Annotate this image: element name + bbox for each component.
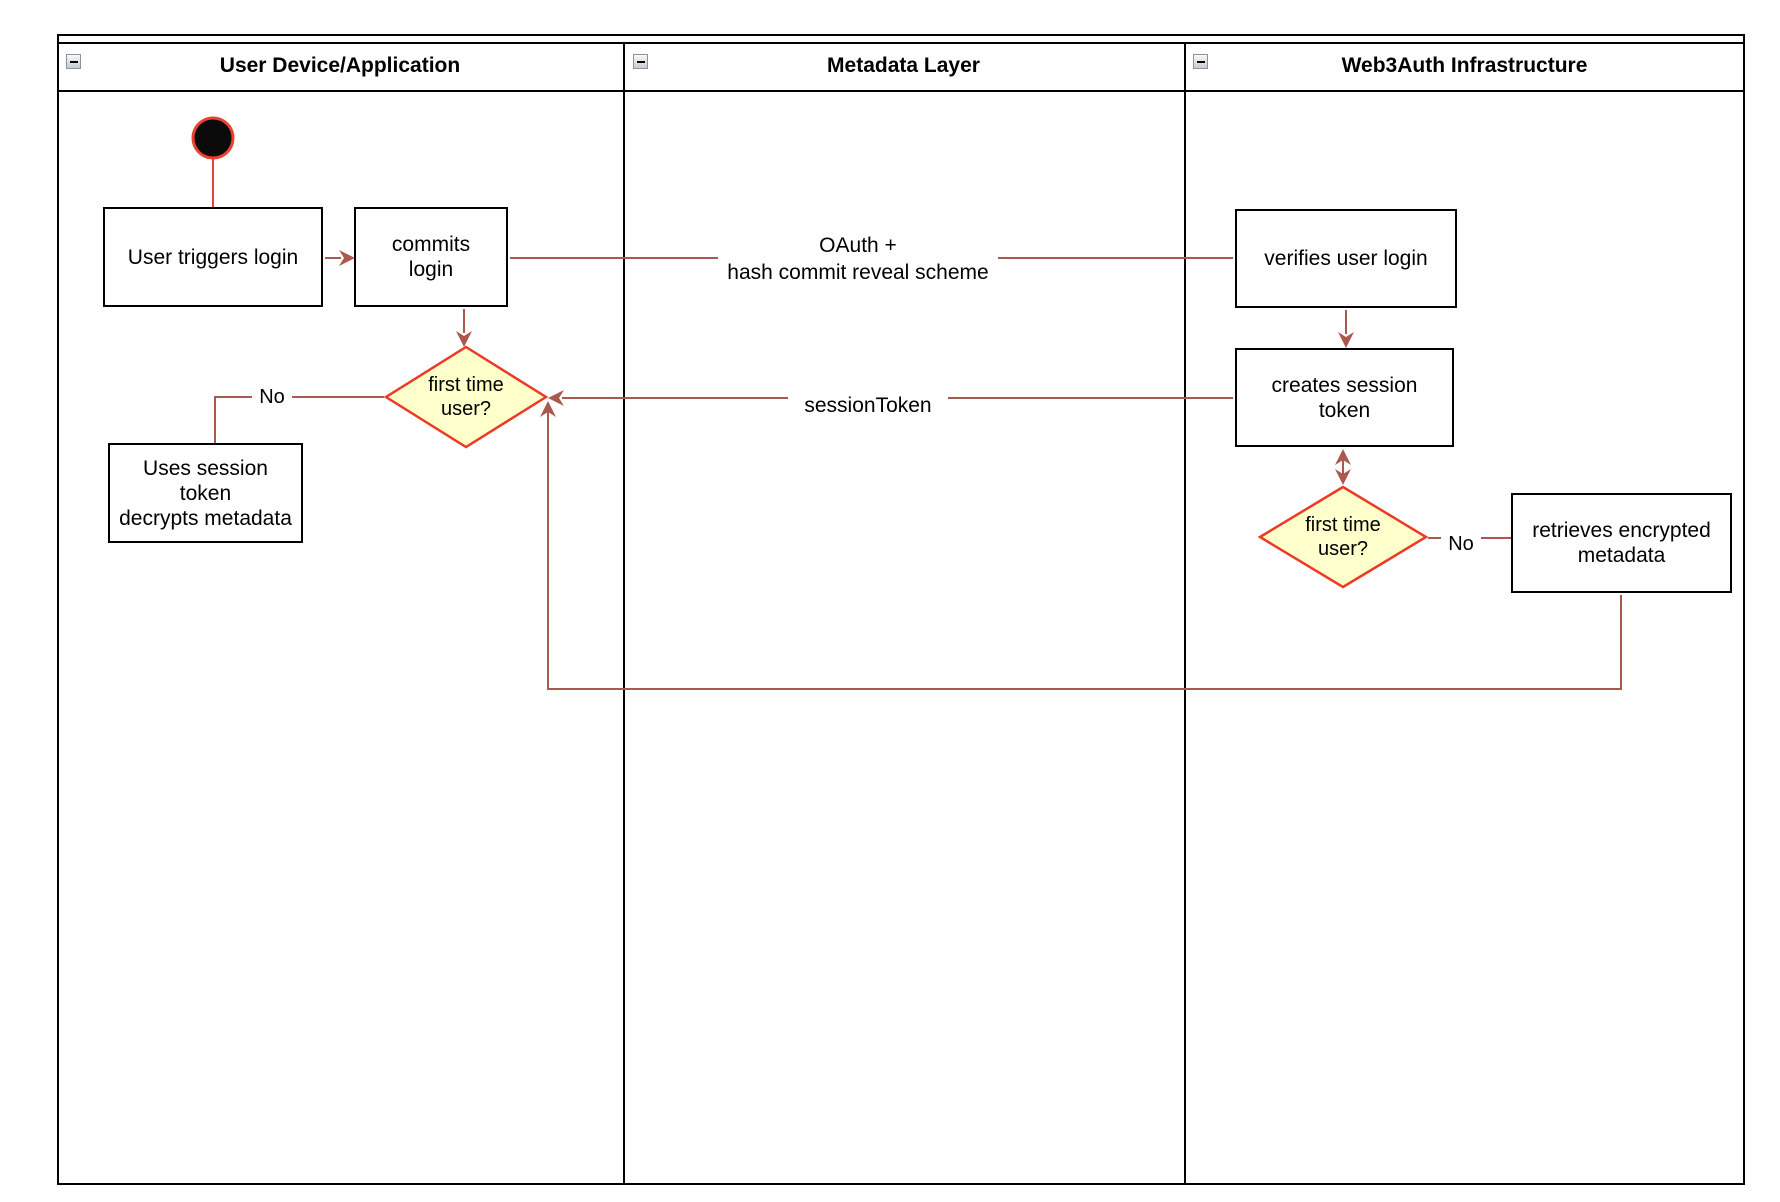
edge-label-session-token: sessionToken bbox=[788, 390, 948, 420]
node-verifies-user-login[interactable]: verifies user login bbox=[1235, 209, 1457, 308]
lane-header-user-device: User Device/Application bbox=[57, 42, 623, 90]
header-top-line bbox=[57, 42, 1745, 44]
minus-icon bbox=[636, 60, 645, 63]
decision-label-right: first time user? bbox=[1305, 514, 1381, 560]
lane-title-text: User Device/Application bbox=[219, 54, 461, 77]
decision-label-left: first time user? bbox=[428, 374, 504, 420]
collapse-lane-button[interactable] bbox=[66, 54, 81, 69]
node-user-triggers-login[interactable]: User triggers login bbox=[103, 207, 323, 307]
minus-icon bbox=[69, 60, 78, 63]
swimlane-pool bbox=[57, 34, 1745, 1185]
header-bottom-line bbox=[57, 90, 1745, 92]
edge-label-no-left: No bbox=[252, 385, 292, 409]
lane-separator-2 bbox=[1184, 42, 1186, 1185]
node-uses-session-token[interactable]: Uses session token decrypts metadata bbox=[108, 443, 303, 543]
edge-commit-to-decision bbox=[456, 309, 472, 347]
edge-label-no-right: No bbox=[1441, 532, 1481, 556]
edge-create-to-decision-double bbox=[1335, 449, 1351, 485]
lane-title-text: Metadata Layer bbox=[827, 54, 980, 77]
decision-first-time-user-left[interactable] bbox=[383, 345, 549, 449]
lane-header-metadata: Metadata Layer bbox=[623, 42, 1184, 90]
edge-label-oauth: OAuth + hash commit reveal scheme bbox=[718, 232, 998, 286]
node-commits-login[interactable]: commits login bbox=[354, 207, 508, 307]
node-creates-session-token[interactable]: creates session token bbox=[1235, 348, 1454, 447]
edge-no-left bbox=[214, 396, 384, 443]
decision-first-time-user-right[interactable] bbox=[1257, 485, 1429, 589]
start-node[interactable] bbox=[191, 116, 235, 160]
lane-header-web3auth: Web3Auth Infrastructure bbox=[1184, 42, 1745, 90]
minus-icon bbox=[1196, 60, 1205, 63]
lane-separator-1 bbox=[623, 42, 625, 1185]
lane-title-text: Web3Auth Infrastructure bbox=[1341, 54, 1588, 77]
collapse-lane-button[interactable] bbox=[1193, 54, 1208, 69]
edge-login-to-commit bbox=[325, 250, 355, 266]
collapse-lane-button[interactable] bbox=[633, 54, 648, 69]
edge-return-metadata bbox=[540, 401, 1622, 690]
edge-verify-to-create bbox=[1338, 310, 1354, 348]
node-retrieves-encrypted-metadata[interactable]: retrieves encrypted metadata bbox=[1511, 493, 1732, 593]
